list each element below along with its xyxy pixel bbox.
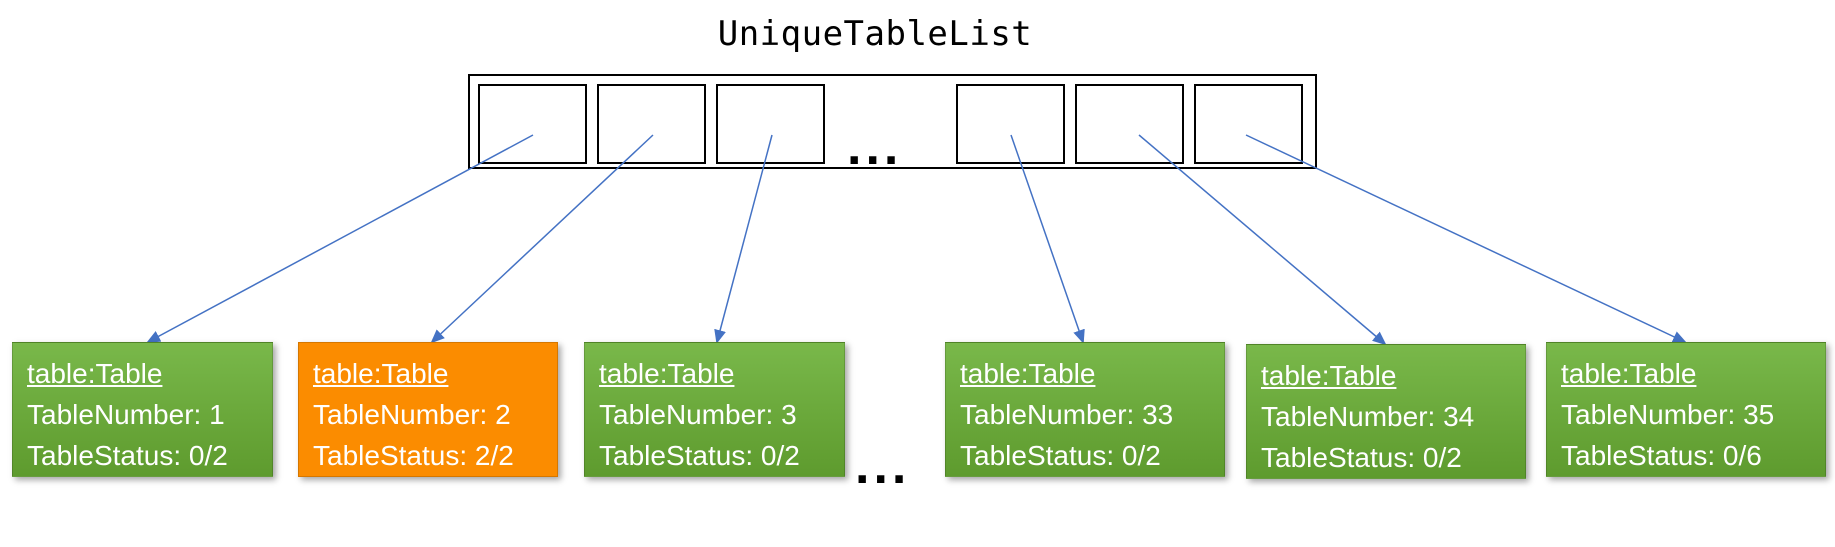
table-card-name: table:Table [599,358,735,389]
table-status: TableStatus: 0/2 [1261,442,1462,473]
table-status: TableStatus: 0/2 [599,440,800,471]
unique-table-list-container [468,74,1317,169]
table-number: TableNumber: 35 [1561,399,1775,430]
table-status: TableStatus: 0/6 [1561,440,1762,471]
table-status: TableStatus: 0/2 [960,440,1161,471]
table-card-3: table:Table TableNumber: 3 TableStatus: … [584,342,845,477]
table-number: TableNumber: 2 [313,399,511,430]
list-slot-34 [1075,84,1184,164]
list-title: UniqueTableList [717,14,1033,54]
list-slot-3 [716,84,825,164]
table-status: TableStatus: 0/2 [27,440,228,471]
table-status: TableStatus: 2/2 [313,440,514,471]
table-card-33: table:Table TableNumber: 33 TableStatus:… [945,342,1225,477]
table-card-name: table:Table [1261,360,1397,391]
list-slot-2 [597,84,706,164]
table-card-name: table:Table [1561,358,1697,389]
table-card-34: table:Table TableNumber: 34 TableStatus:… [1246,344,1526,479]
table-card-name: table:Table [960,358,1096,389]
tables-ellipsis: ... [855,437,911,495]
list-slot-1 [478,84,587,164]
table-card-2: table:Table TableNumber: 2 TableStatus: … [298,342,558,477]
table-number: TableNumber: 3 [599,399,797,430]
list-slot-33 [956,84,1065,164]
table-card-name: table:Table [313,358,449,389]
table-number: TableNumber: 1 [27,399,225,430]
list-ellipsis: ... [847,118,903,176]
table-card-1: table:Table TableNumber: 1 TableStatus: … [12,342,273,477]
table-number: TableNumber: 34 [1261,401,1475,432]
table-card-35: table:Table TableNumber: 35 TableStatus:… [1546,342,1826,477]
table-card-name: table:Table [27,358,163,389]
list-slot-35 [1194,84,1303,164]
table-number: TableNumber: 33 [960,399,1174,430]
